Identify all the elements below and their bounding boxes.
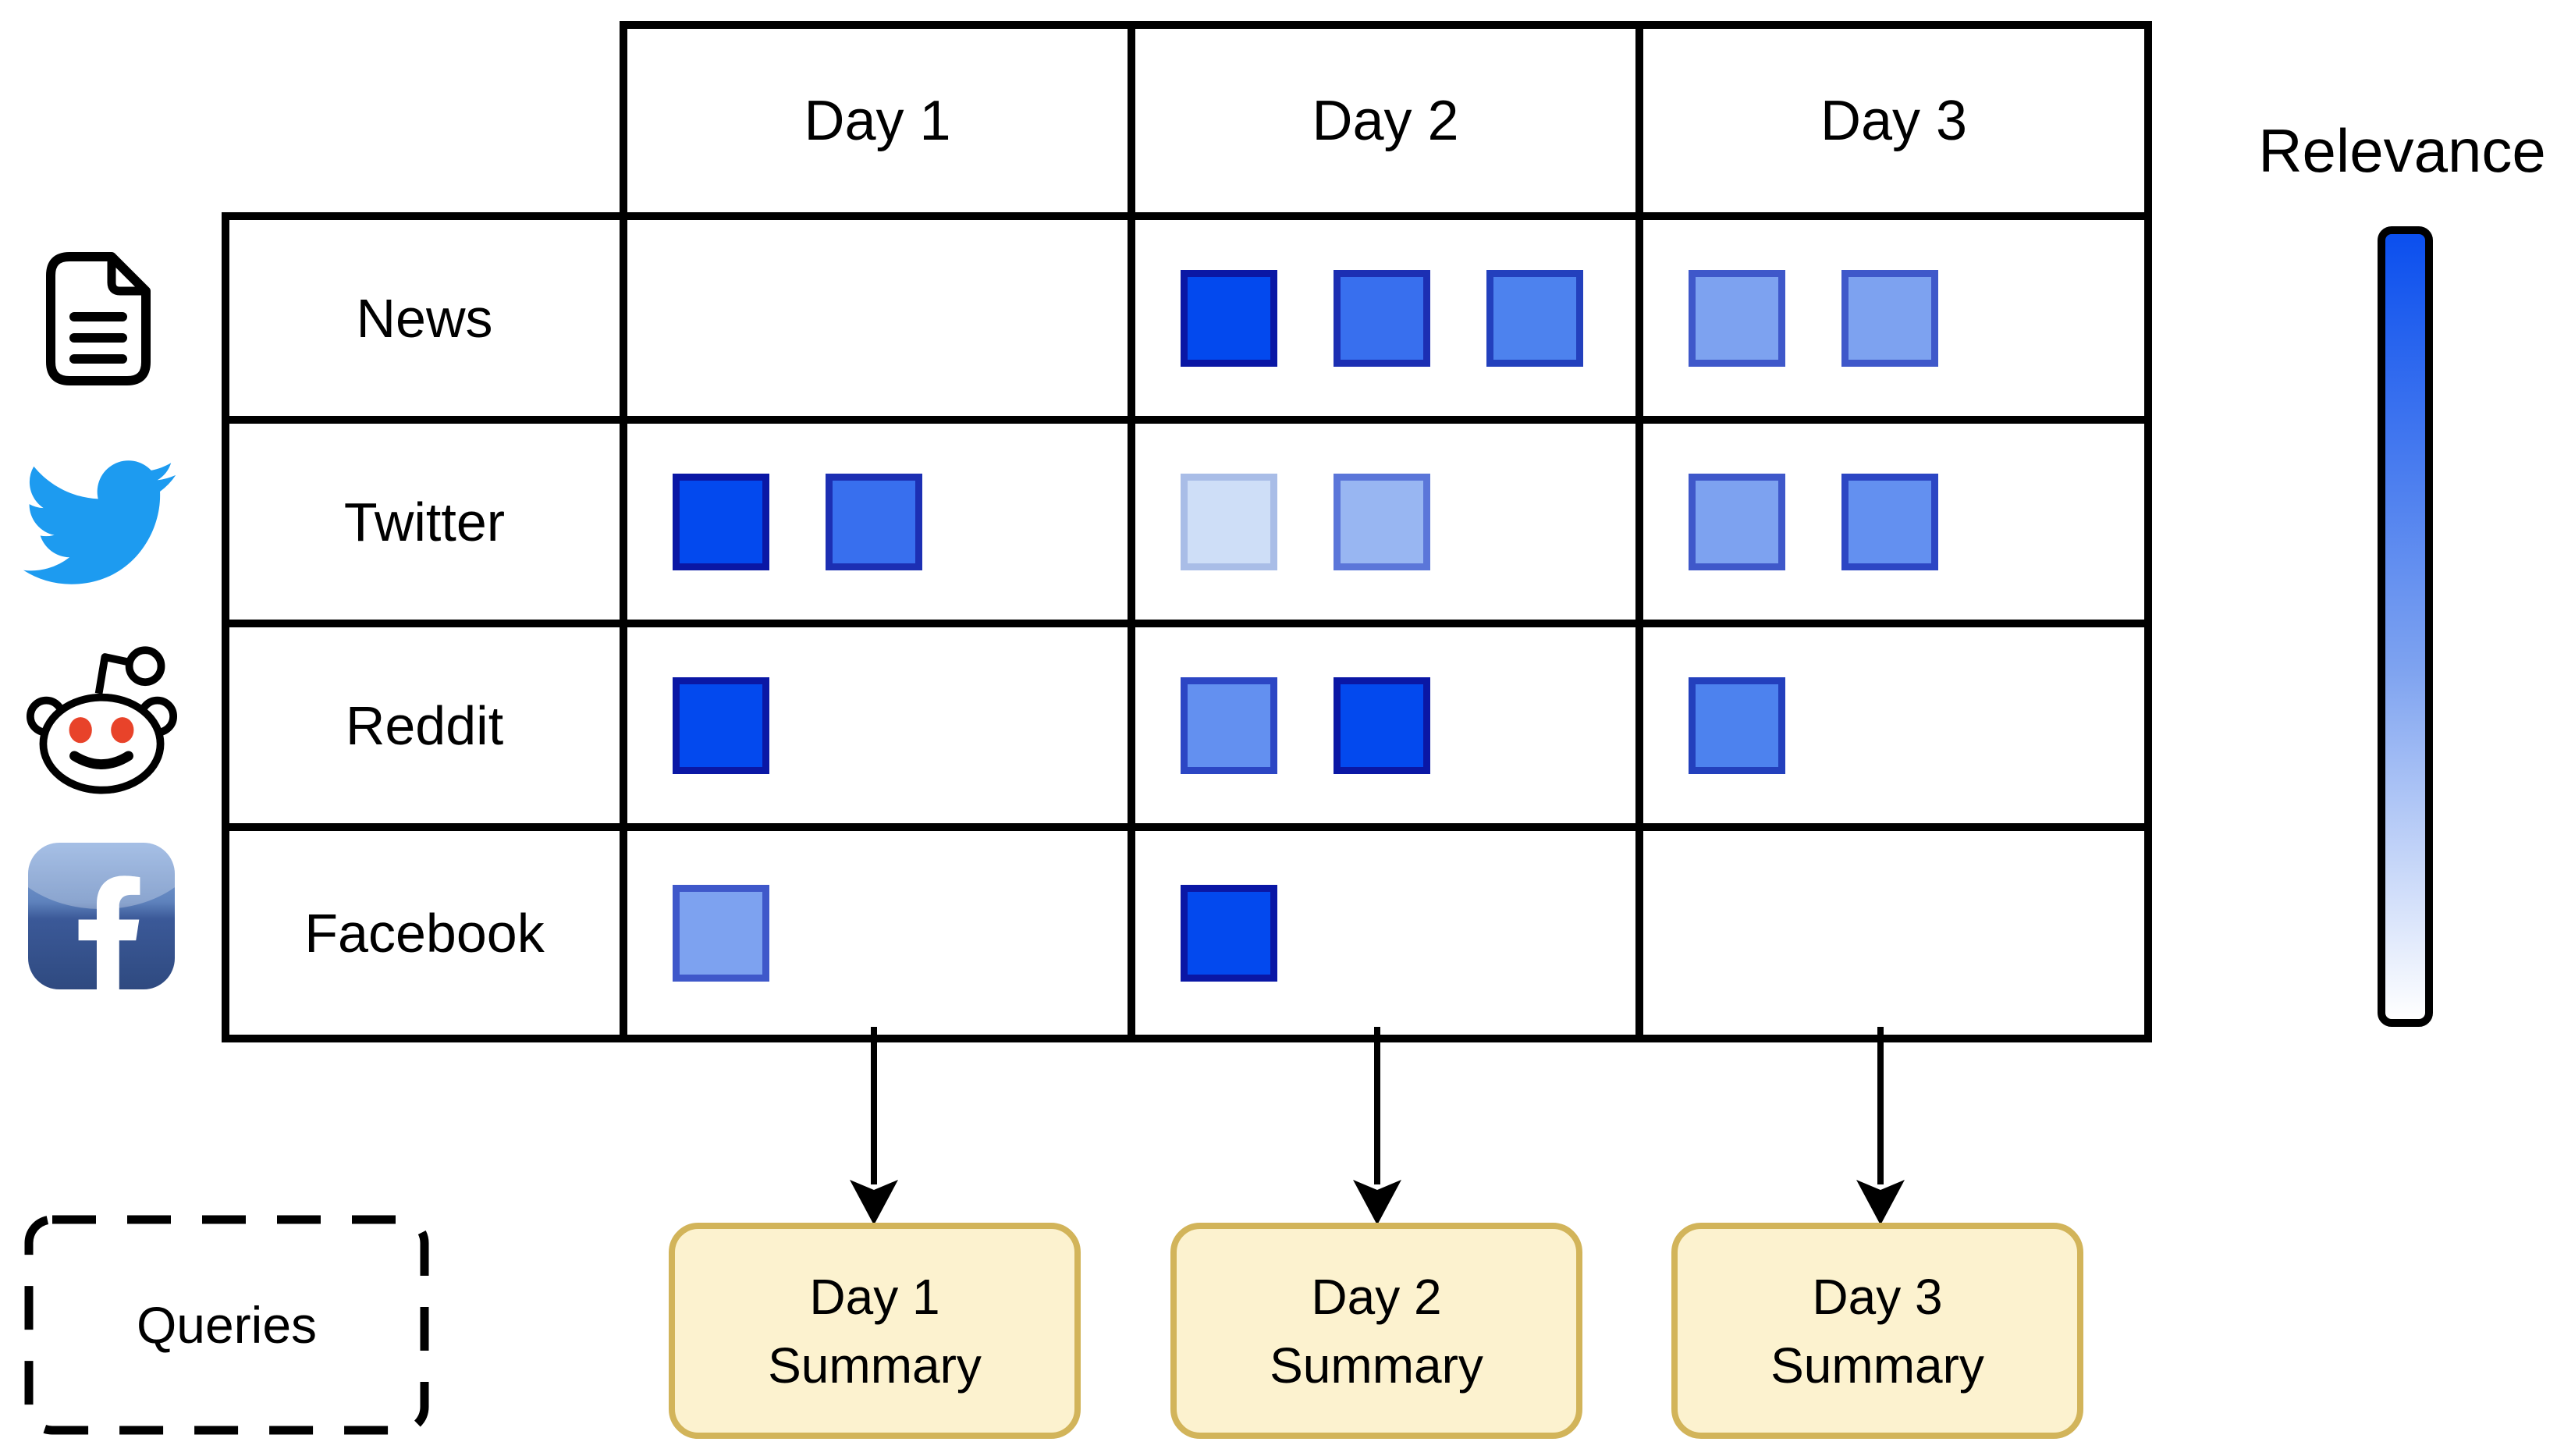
queries-label: Queries bbox=[136, 1296, 318, 1354]
news-document-icon bbox=[43, 251, 152, 390]
arrow-day2-head bbox=[1353, 1180, 1401, 1225]
relevance-square bbox=[826, 473, 922, 570]
cell-news-day2 bbox=[1135, 220, 1643, 424]
relevance-square bbox=[1181, 269, 1277, 367]
column-header-day1: Day 1 bbox=[627, 29, 1135, 212]
relevance-square bbox=[1334, 473, 1430, 570]
twitter-icon bbox=[23, 446, 176, 598]
summary-day2-line1: Day 2 bbox=[1311, 1268, 1442, 1325]
relevance-square bbox=[1689, 473, 1785, 570]
queries-dashed-border bbox=[24, 1215, 429, 1435]
arrow-day3-head bbox=[1856, 1180, 1905, 1225]
summary-box-day1: Day 1 Summary bbox=[669, 1223, 1081, 1439]
reddit-icon bbox=[26, 638, 178, 801]
queries-box: Queries bbox=[24, 1215, 429, 1435]
cell-reddit-day3 bbox=[1643, 627, 2144, 831]
relevance-square bbox=[1181, 473, 1277, 570]
cell-twitter-day2 bbox=[1135, 424, 1643, 627]
arrow-day1-head bbox=[850, 1180, 898, 1225]
cell-facebook-day1 bbox=[627, 831, 1135, 1035]
facebook-f-glyph bbox=[78, 875, 140, 989]
row-label-reddit: Reddit bbox=[229, 627, 627, 831]
cell-facebook-day3 bbox=[1643, 831, 2144, 1035]
relevance-gradient-bar bbox=[2378, 226, 2433, 1027]
cell-news-day1 bbox=[627, 220, 1135, 424]
arrow-day2 bbox=[1374, 1027, 1380, 1184]
cell-twitter-day3 bbox=[1643, 424, 2144, 627]
summary-day2-line2: Summary bbox=[1270, 1337, 1483, 1394]
summary-day3-line1: Day 3 bbox=[1812, 1268, 1943, 1325]
relevance-square bbox=[673, 677, 769, 774]
cell-news-day3 bbox=[1643, 220, 2144, 424]
summary-box-day2: Day 2 Summary bbox=[1170, 1223, 1582, 1439]
cell-reddit-day1 bbox=[627, 627, 1135, 831]
cell-reddit-day2 bbox=[1135, 627, 1643, 831]
arrow-day3 bbox=[1877, 1027, 1884, 1184]
relevance-legend-title: Relevance bbox=[2258, 116, 2546, 185]
relevance-square bbox=[1334, 269, 1430, 367]
row-label-facebook: Facebook bbox=[229, 831, 627, 1035]
relevance-square bbox=[1841, 473, 1938, 570]
column-header-day2: Day 2 bbox=[1135, 29, 1643, 212]
cell-twitter-day1 bbox=[627, 424, 1135, 627]
relevance-square bbox=[1181, 884, 1277, 982]
cell-facebook-day2 bbox=[1135, 831, 1643, 1035]
summary-box-day3: Day 3 Summary bbox=[1671, 1223, 2083, 1439]
relevance-square bbox=[1334, 677, 1430, 774]
summary-day1-line2: Summary bbox=[768, 1337, 982, 1394]
relevance-square bbox=[673, 473, 769, 570]
summary-day1-line1: Day 1 bbox=[809, 1268, 940, 1325]
relevance-square bbox=[1181, 677, 1277, 774]
row-label-news: News bbox=[229, 220, 627, 424]
relevance-square bbox=[1689, 677, 1785, 774]
day-header-row: Day 1 Day 2 Day 3 bbox=[620, 21, 2152, 212]
relevance-square bbox=[673, 884, 769, 982]
relevance-square bbox=[1486, 269, 1583, 367]
relevance-square bbox=[1689, 269, 1785, 367]
relevance-table: News Twitter Reddit Facebook bbox=[222, 212, 2152, 1042]
summary-day3-line2: Summary bbox=[1770, 1337, 1984, 1394]
facebook-icon bbox=[28, 843, 175, 989]
column-header-day3: Day 3 bbox=[1820, 89, 1968, 152]
relevance-square bbox=[1841, 269, 1938, 367]
row-label-twitter: Twitter bbox=[229, 424, 627, 627]
arrow-day1 bbox=[871, 1027, 877, 1184]
